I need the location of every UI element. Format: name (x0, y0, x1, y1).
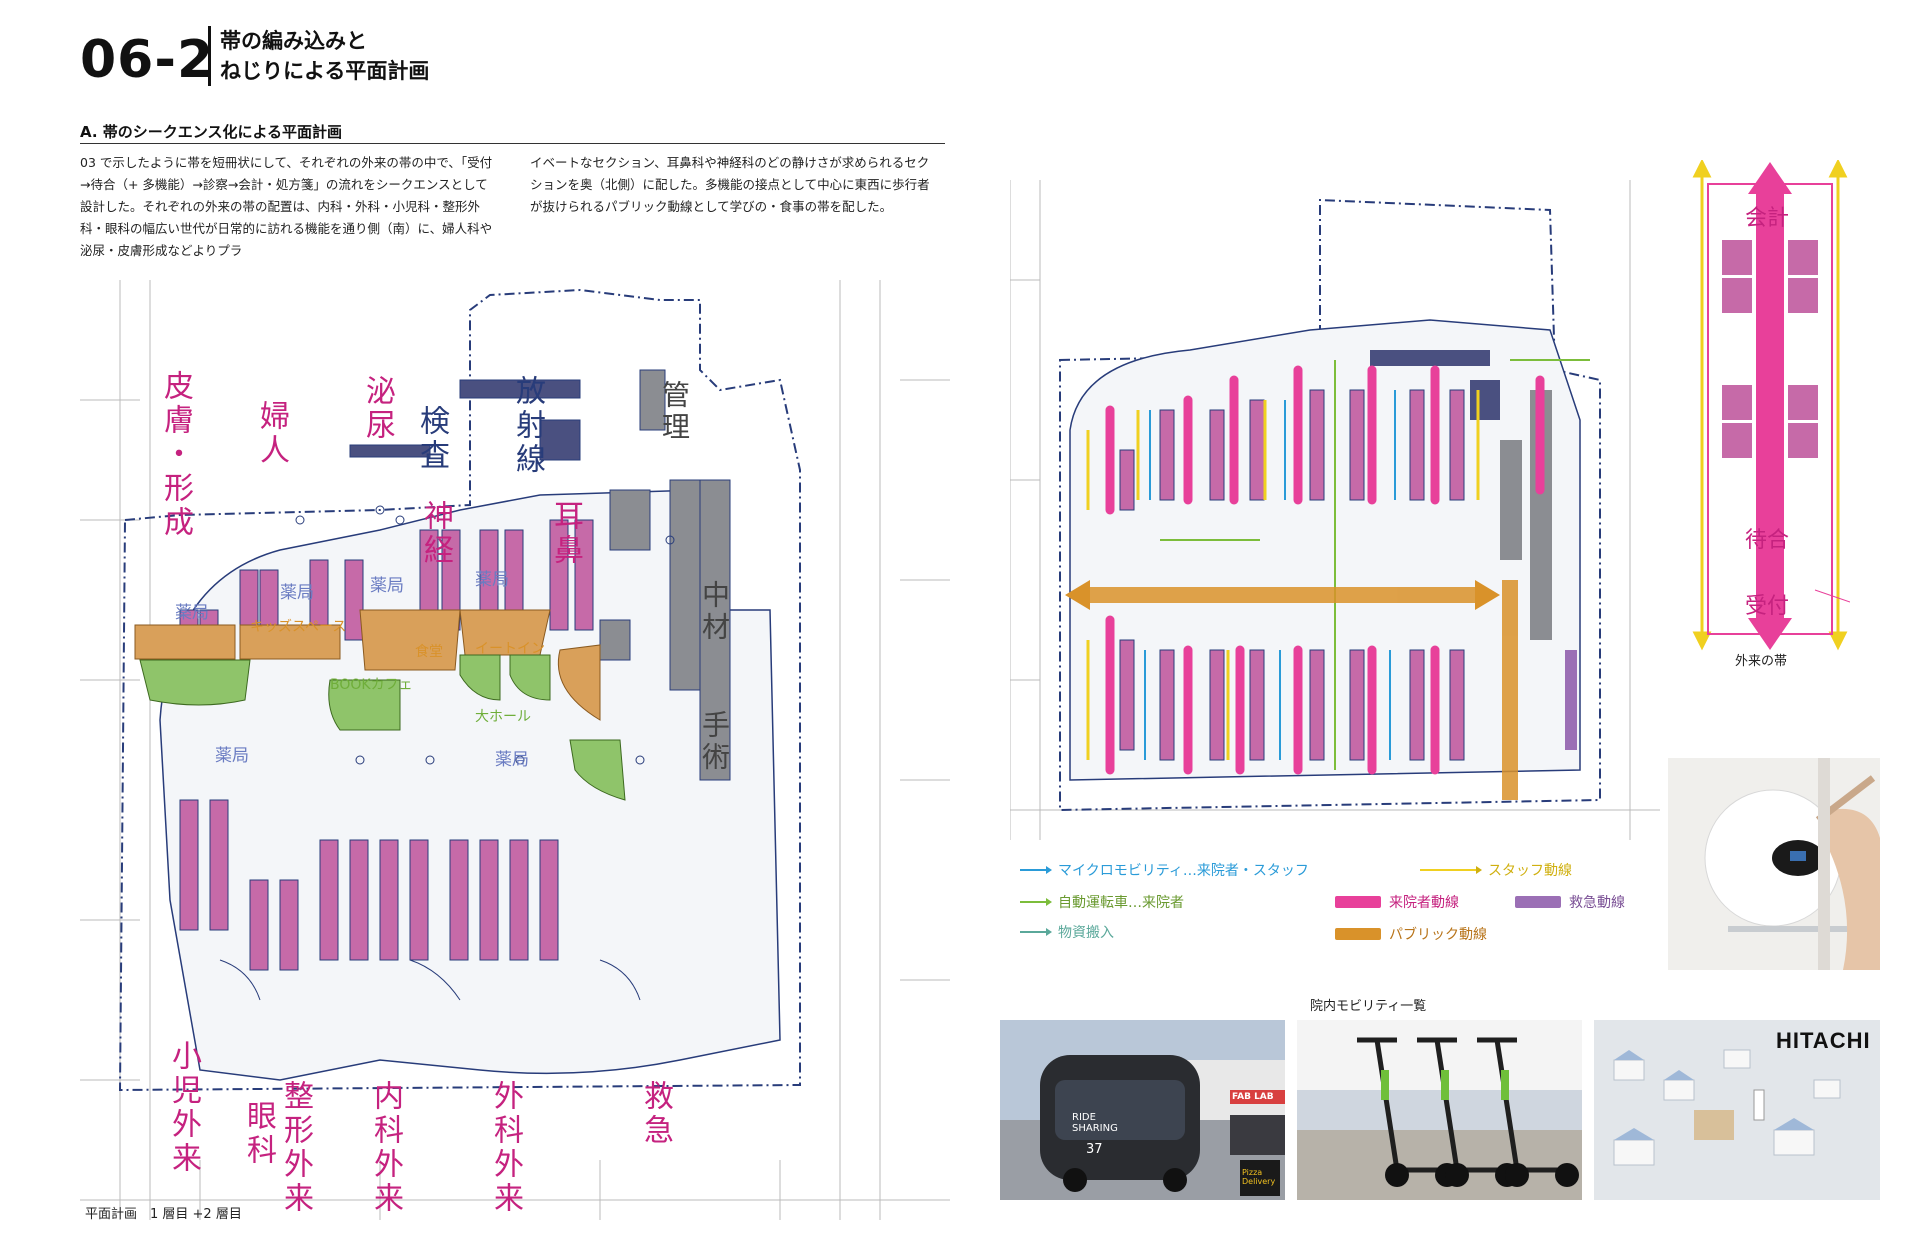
shuttle-bus-drawing (1000, 1020, 1285, 1200)
band-diagram-caption: 外来の帯 (1735, 654, 1788, 669)
label-administration: 管理 (658, 380, 691, 444)
legend-visitor: 来院者動線 (1335, 892, 1459, 912)
label-eat-in: イートイン (475, 641, 545, 657)
section-title-line2: ねじりによる平面計画 (220, 59, 430, 83)
photo-shuttle-bus: RIDE SHARING 37 FAB LAB Pizza Delivery (1000, 1020, 1285, 1200)
photo-hitachi-robots: HITACHI (1594, 1020, 1880, 1200)
legend-public-bar (1335, 928, 1381, 940)
label-pharmacy-2: 薬局 (280, 583, 314, 603)
legend-emergency-label: 救急動線 (1569, 895, 1625, 911)
legend-visitor-label: 来院者動線 (1389, 895, 1459, 911)
flow-plan-right (1010, 180, 1660, 840)
band-diagram-drawing (1692, 158, 1851, 651)
floor-plan-left: 皮膚・形成 婦人 泌尿 神経 耳鼻 小児外来 眼科 整形外来 内科外来 外科外来… (80, 280, 950, 1220)
label-main-hall: 大ホール (475, 709, 531, 725)
legend-emergency: 救急動線 (1515, 892, 1625, 912)
label-surgery-room: 手術 (698, 710, 731, 774)
robot-kiosk-drawing (1668, 758, 1880, 970)
floor-plan-left-drawing (80, 280, 950, 1220)
legend-emergency-bar (1515, 896, 1561, 908)
legend-micro-mobility: マイクロモビリティ…来院者・スタッフ (1020, 860, 1309, 880)
section-divider (208, 26, 211, 86)
legend-auto-vehicle-label: 自動運転車…来院者 (1058, 895, 1184, 911)
label-book-cafe: BOOKカフェ (330, 677, 413, 693)
legend-goods: 物資搬入 (1020, 922, 1114, 942)
bus-sign-fablab: FAB LAB (1232, 1092, 1274, 1102)
hitachi-logo: HITACHI (1776, 1028, 1871, 1053)
label-examination: 検査 (414, 405, 449, 473)
section-title-line1: 帯の編み込みと (220, 29, 367, 53)
label-pharmacy-6: 薬局 (495, 750, 529, 770)
label-pediatrics: 小児外来 (166, 1040, 201, 1176)
outpatient-band-diagram: 会計 待合 受付 (1690, 158, 1851, 660)
label-pharmacy-1: 薬局 (175, 603, 209, 623)
pizza-delivery-text: Pizza Delivery (1242, 1168, 1276, 1186)
flow-legend: マイクロモビリティ…来院者・スタッフ 自動運転車…来院者 物資搬入 スタッフ動線… (1020, 860, 1625, 960)
label-pharmacy-3: 薬局 (370, 576, 404, 596)
label-neurology: 神経 (418, 500, 453, 568)
legend-goods-line (1020, 928, 1052, 936)
bus-text-ride-sharing: RIDE SHARING (1072, 1112, 1118, 1134)
label-emergency: 救急 (638, 1080, 673, 1148)
band-label-waiting: 待合 (1745, 528, 1790, 553)
band-label-cashier: 会計 (1745, 206, 1790, 231)
subsection-heading: A. 帯のシークエンス化による平面計画 (80, 123, 343, 141)
label-pharmacy-5: 薬局 (215, 746, 249, 766)
legend-auto-vehicle: 自動運転車…来院者 (1020, 892, 1184, 912)
label-central-supply: 中材 (698, 580, 731, 644)
legend-micro-mobility-label: マイクロモビリティ…来院者・スタッフ (1058, 863, 1309, 879)
label-pharmacy-4: 薬局 (475, 570, 509, 590)
subsection-rule (80, 143, 945, 144)
label-orthopedics: 整形外来 (278, 1080, 313, 1216)
photo-e-scooters (1297, 1020, 1582, 1200)
label-cafeteria: 食堂 (415, 644, 443, 660)
label-internal-medicine: 内科外来 (368, 1080, 403, 1216)
section-number: 06-2 (80, 30, 215, 90)
legend-micro-mobility-line (1020, 866, 1052, 874)
legend-staff-line (1420, 866, 1482, 874)
legend-staff: スタッフ動線 (1420, 860, 1572, 880)
legend-staff-label: スタッフ動線 (1488, 863, 1572, 879)
legend-public-label: パブリック動線 (1389, 927, 1487, 943)
flow-plan-right-drawing (1010, 180, 1660, 840)
mobility-heading: 院内モビリティ一覧 (1310, 999, 1427, 1014)
label-ent: 耳鼻 (548, 500, 583, 568)
band-label-reception: 受付 (1745, 594, 1790, 619)
legend-goods-label: 物資搬入 (1058, 925, 1114, 941)
label-dermatology: 皮膚・形成 (158, 370, 193, 540)
legend-visitor-bar (1335, 896, 1381, 908)
body-text-column-1: 03 で示したように帯を短冊状にして、それぞれの外来の帯の中で、「受付→待合（+… (80, 155, 493, 258)
e-scooters-drawing (1297, 1020, 1582, 1200)
label-ophthalmology: 眼科 (241, 1100, 276, 1168)
legend-auto-vehicle-line (1020, 898, 1052, 906)
label-radiology: 放射線 (510, 375, 545, 477)
plan-caption: 平面計画 1 層目 +2 層目 (85, 1207, 242, 1222)
label-surgery: 外科外来 (488, 1080, 523, 1216)
section-title: 帯の編み込みと ねじりによる平面計画 (220, 26, 429, 86)
legend-public: パブリック動線 (1335, 924, 1487, 944)
robot-kiosk-photo (1668, 758, 1880, 970)
label-urology: 泌尿 (360, 375, 395, 443)
label-kids-space: キッズスペース (250, 619, 347, 635)
label-gynecology: 婦人 (254, 400, 289, 468)
hitachi-robots-drawing (1594, 1020, 1880, 1200)
bus-text-number: 37 (1086, 1142, 1103, 1157)
body-text-column-2: イベートなセクション、耳鼻科や神経科のどの静けさが求められるセクションを奥（北側… (530, 155, 930, 214)
